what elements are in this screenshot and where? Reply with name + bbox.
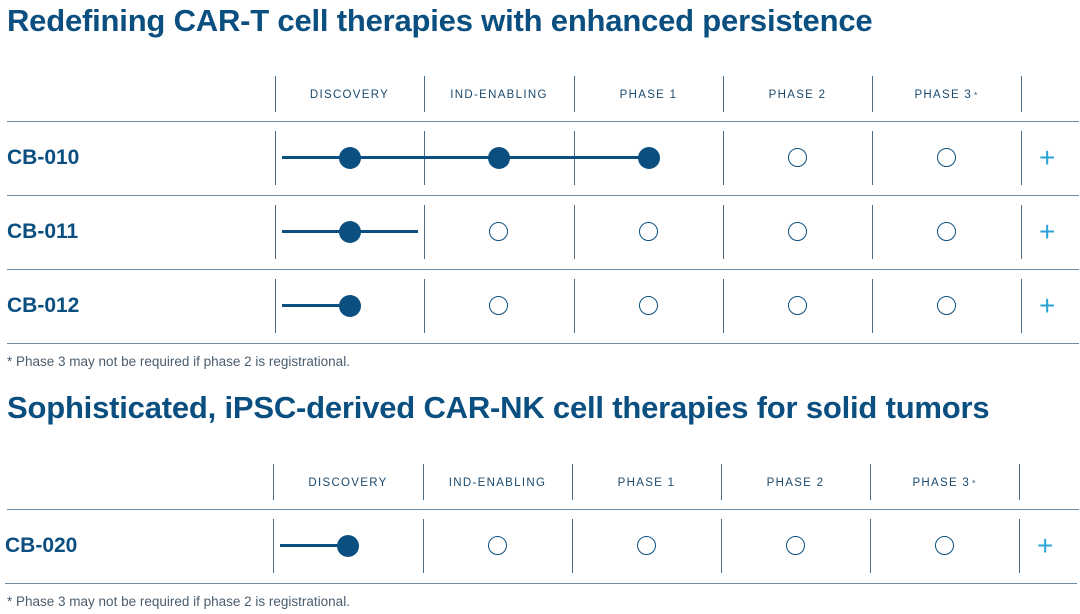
header-divider	[1021, 76, 1022, 112]
stage-pending-dot	[788, 222, 807, 241]
row-divider	[7, 195, 1079, 196]
stage-complete-dot	[339, 147, 361, 169]
stage-complete-dot	[339, 221, 361, 243]
cell-divider	[574, 205, 575, 259]
header-divider	[872, 76, 873, 112]
cell-divider	[275, 131, 276, 185]
cell-divider	[870, 519, 871, 573]
cell-divider	[572, 519, 573, 573]
stage-pending-dot	[937, 296, 956, 315]
footnote-marker: *	[972, 478, 977, 488]
cell-divider	[723, 131, 724, 185]
cell-divider	[721, 519, 722, 573]
row-divider	[5, 583, 1077, 584]
header-divider	[424, 76, 425, 112]
program-name: CB-011	[7, 220, 79, 243]
cell-divider	[574, 279, 575, 333]
expand-plus-icon[interactable]: +	[1039, 290, 1056, 321]
cell-divider	[273, 519, 274, 573]
progress-bar	[282, 156, 649, 159]
cell-divider	[872, 131, 873, 185]
cell-divider	[423, 519, 424, 573]
row-divider	[7, 343, 1079, 344]
stage-pending-dot	[786, 536, 805, 555]
stage-pending-dot	[488, 536, 507, 555]
header-divider	[275, 76, 276, 112]
cell-divider	[723, 205, 724, 259]
section-title-car-t: Redefining CAR-T cell therapies with enh…	[7, 3, 873, 38]
expand-plus-icon[interactable]: +	[1039, 142, 1056, 173]
stage-pending-dot	[788, 296, 807, 315]
header-divider	[721, 464, 722, 500]
footnote-marker: *	[974, 90, 979, 100]
stage-pending-dot	[637, 536, 656, 555]
expand-plus-icon[interactable]: +	[1037, 530, 1054, 561]
stage-complete-dot	[638, 147, 660, 169]
stage-header-phase-1: PHASE 1	[617, 477, 676, 489]
stage-header-phase-2: PHASE 2	[768, 89, 827, 101]
cell-divider	[275, 279, 276, 333]
cell-divider	[723, 279, 724, 333]
cell-divider	[275, 205, 276, 259]
row-divider	[7, 509, 1079, 510]
section-title-car-nk: Sophisticated, iPSC-derived CAR-NK cell …	[7, 390, 990, 425]
stage-pending-dot	[935, 536, 954, 555]
header-divider	[870, 464, 871, 500]
cell-divider	[1021, 131, 1022, 185]
program-name: CB-020	[5, 534, 78, 557]
stage-pending-dot	[788, 148, 807, 167]
cell-divider	[1019, 519, 1020, 573]
stage-pending-dot	[937, 148, 956, 167]
stage-pending-dot	[489, 296, 508, 315]
header-divider	[572, 464, 573, 500]
stage-header-phase-3-label: PHASE 3	[912, 477, 971, 489]
cell-divider	[424, 279, 425, 333]
program-name: CB-012	[7, 294, 80, 317]
stage-header-phase-1: PHASE 1	[619, 89, 678, 101]
stage-pending-dot	[639, 222, 658, 241]
program-name: CB-010	[7, 146, 80, 169]
cell-divider	[1021, 205, 1022, 259]
stage-header-phase-3: PHASE 3*	[870, 464, 1019, 502]
expand-plus-icon[interactable]: +	[1039, 216, 1056, 247]
stage-header-phase-3: PHASE 3*	[872, 76, 1021, 114]
stage-complete-dot	[339, 295, 361, 317]
footnote: * Phase 3 may not be required if phase 2…	[7, 594, 350, 609]
cell-divider	[872, 205, 873, 259]
row-divider	[7, 269, 1079, 270]
progress-bar	[280, 544, 347, 547]
header-divider	[273, 464, 274, 500]
stage-pending-dot	[489, 222, 508, 241]
header-divider	[723, 76, 724, 112]
stage-header-discovery: DISCOVERY	[308, 477, 388, 489]
stage-pending-dot	[937, 222, 956, 241]
progress-bar	[282, 304, 349, 307]
stage-pending-dot	[639, 296, 658, 315]
footnote: * Phase 3 may not be required if phase 2…	[7, 354, 350, 369]
cell-divider	[424, 205, 425, 259]
header-divider	[423, 464, 424, 500]
row-divider	[7, 121, 1079, 122]
cell-divider	[872, 279, 873, 333]
stage-complete-dot	[337, 535, 359, 557]
cell-divider	[1021, 279, 1022, 333]
stage-header-discovery: DISCOVERY	[309, 89, 390, 101]
header-divider	[1019, 464, 1020, 500]
stage-header-phase-3-label: PHASE 3	[914, 89, 973, 101]
stage-complete-dot	[488, 147, 510, 169]
stage-header-ind-enabling: IND-ENABLING	[450, 89, 548, 101]
stage-header-phase-2: PHASE 2	[766, 477, 825, 489]
stage-header-ind-enabling: IND-ENABLING	[448, 477, 547, 489]
header-divider	[574, 76, 575, 112]
